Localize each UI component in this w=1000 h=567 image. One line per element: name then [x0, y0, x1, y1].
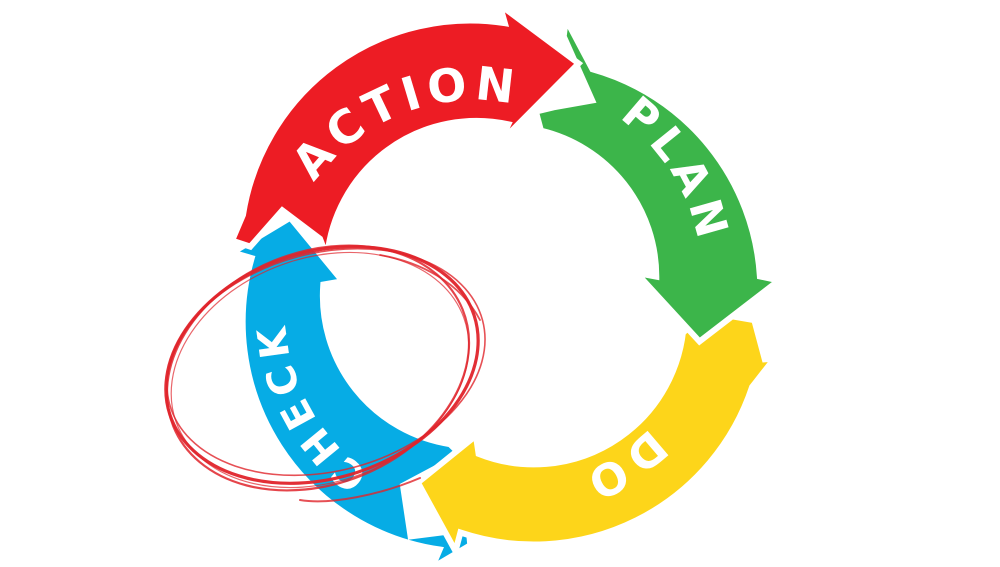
- action-arrow: [228, 0, 584, 259]
- do-arrow: [414, 308, 781, 560]
- plan-arrow: [532, 9, 786, 346]
- check-arrow: [225, 213, 474, 567]
- check-highlight-circle: [164, 244, 486, 503]
